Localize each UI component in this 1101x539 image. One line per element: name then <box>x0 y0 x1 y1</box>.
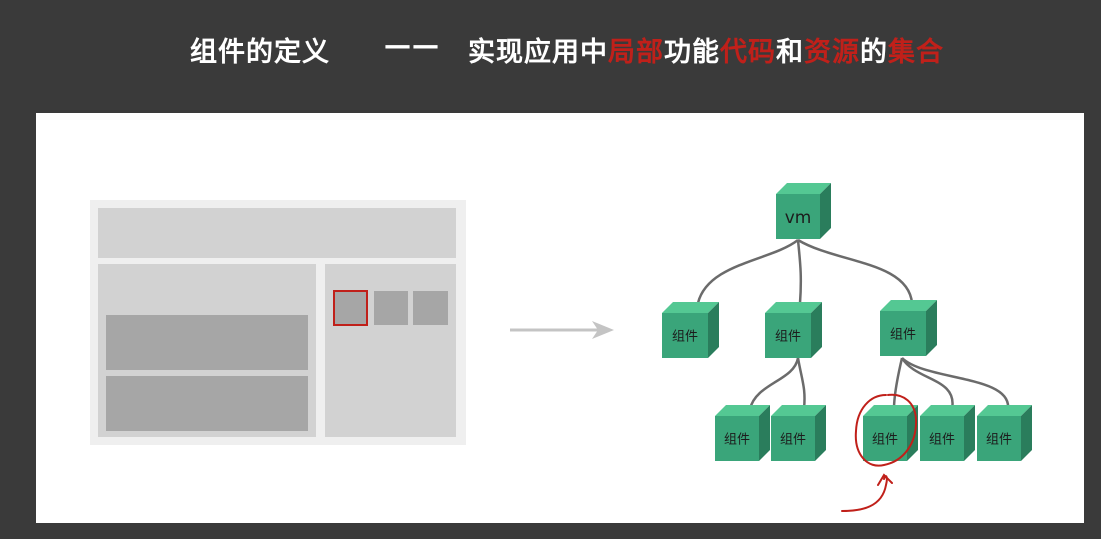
cube-top-face <box>977 405 1032 416</box>
cube-side-face <box>964 405 975 461</box>
wireframe-highlighted-box <box>333 290 368 326</box>
cube-side-face <box>926 300 937 356</box>
wireframe-block-1 <box>106 315 308 370</box>
cube-front-face <box>776 194 820 239</box>
node-label: 组件 <box>890 327 916 342</box>
slide-title: 组件的定义 —— 实现应用中局部功能代码和资源的集合 <box>0 0 1101 100</box>
cube-front-face <box>715 416 759 461</box>
node-level2-1: 组件 <box>715 405 770 461</box>
right-arrow-icon <box>510 321 614 339</box>
wireframe-header <box>98 208 456 258</box>
cube-top-face <box>771 405 826 416</box>
title-seg-5: 和 <box>776 37 804 68</box>
cube-front-face <box>920 416 964 461</box>
title-seg-1: 实现应用中 <box>468 37 608 68</box>
node-label: vm <box>785 208 812 228</box>
wireframe-box-3 <box>413 291 448 325</box>
node-label: 组件 <box>775 329 801 344</box>
cube-front-face <box>765 313 811 358</box>
cube-top-face <box>765 302 822 313</box>
cube-front-face <box>977 416 1021 461</box>
hand-drawn-circle-icon <box>854 393 918 467</box>
cube-side-face <box>815 405 826 461</box>
cube-top-face <box>920 405 975 416</box>
cube-front-face <box>880 311 926 356</box>
cube-front-face <box>771 416 815 461</box>
node-vm: vm <box>776 183 831 239</box>
cube-side-face <box>820 183 831 239</box>
cube-front-face <box>863 416 907 461</box>
cube-front-face <box>662 313 708 358</box>
wireframe-sidebar <box>325 264 456 437</box>
cube-side-face <box>708 302 719 358</box>
title-prefix: 组件的定义 <box>190 37 330 68</box>
node-level1-3: 组件 <box>880 300 937 356</box>
wireframe-block-2 <box>106 376 308 431</box>
cube-side-face <box>811 302 822 358</box>
cube-side-face <box>1021 405 1032 461</box>
tree-nodes: vm组件组件组件组件组件组件组件组件 <box>662 183 1032 461</box>
title-seg-3: 功能 <box>664 37 720 68</box>
diagram-canvas: vm组件组件组件组件组件组件组件组件 <box>90 183 1032 512</box>
hand-drawn-up-arrow-icon <box>841 473 893 512</box>
cube-top-face <box>880 300 937 311</box>
node-label: 组件 <box>986 432 1012 447</box>
node-label: 组件 <box>929 432 955 447</box>
node-label: 组件 <box>724 432 750 447</box>
title-seg-6: 资源 <box>804 37 860 68</box>
title-seg-8: 集合 <box>888 37 944 68</box>
cube-top-face <box>863 405 918 416</box>
node-level1-1: 组件 <box>662 302 719 358</box>
title-definition: 实现应用中局部功能代码和资源的集合 <box>468 30 944 69</box>
title-seg-2: 局部 <box>608 37 664 68</box>
cube-top-face <box>776 183 831 194</box>
cube-top-face <box>662 302 719 313</box>
node-level2-4: 组件 <box>920 405 975 461</box>
node-label: 组件 <box>780 432 806 447</box>
cube-side-face <box>759 405 770 461</box>
node-label: 组件 <box>672 329 698 344</box>
title-seg-4: 代码 <box>720 37 776 68</box>
wireframe-box-2 <box>374 291 408 325</box>
cube-top-face <box>715 405 770 416</box>
title-dash: —— <box>384 30 440 61</box>
node-level2-3: 组件 <box>863 405 918 461</box>
page-wireframe <box>90 200 466 445</box>
node-level2-5: 组件 <box>977 405 1032 461</box>
title-seg-7: 的 <box>860 37 888 68</box>
node-level2-2: 组件 <box>771 405 826 461</box>
node-label: 组件 <box>872 432 898 447</box>
node-level1-2: 组件 <box>765 302 822 358</box>
tree-connections <box>696 238 1010 410</box>
